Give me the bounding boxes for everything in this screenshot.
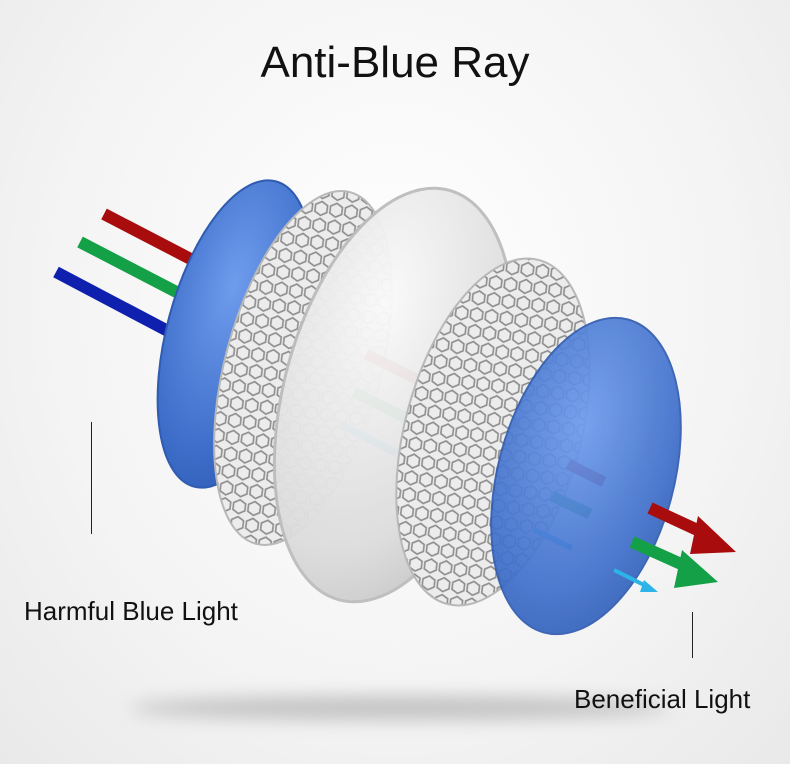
harmful-blue-light-label: Harmful Blue Light — [24, 596, 238, 626]
page-title: Anti-Blue Ray — [260, 38, 530, 87]
arrow-icon — [690, 516, 736, 554]
light-blue-ray-outgoing — [613, 568, 647, 588]
beneficial-light-label: Beneficial Light — [574, 684, 751, 714]
arrow-icon — [674, 550, 718, 588]
floor-shadow — [130, 696, 670, 720]
beneficial-leader-line — [692, 612, 693, 658]
harmful-leader-line — [91, 422, 92, 534]
arrow-icon — [640, 580, 658, 592]
blue-lens-icon — [490, 316, 682, 636]
